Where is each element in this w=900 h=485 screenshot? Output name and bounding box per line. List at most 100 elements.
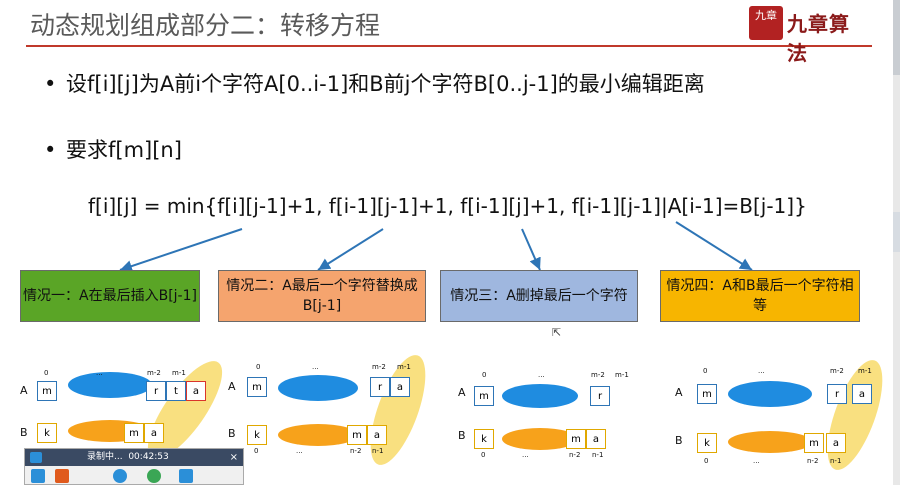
cell-a: a	[852, 384, 872, 404]
index-label: ...	[312, 363, 319, 371]
bullet-text: 设f[i][j]为A前i个字符A[0..i-1]和B前j个字符B[0..j-1]…	[66, 72, 705, 96]
row-label-b: B	[675, 434, 683, 447]
row-label-a: A	[458, 386, 466, 399]
case-box-2: 情况二：A最后一个字符替换成B[j-1]	[218, 270, 426, 322]
index-label: 0	[254, 447, 259, 455]
index-label: m-2	[372, 363, 386, 371]
cell-a: a	[390, 377, 410, 397]
bullet-item: •设f[i][j]为A前i个字符A[0..i-1]和B前j个字符B[0..j-1…	[44, 72, 705, 96]
row-label-b: B	[228, 427, 236, 440]
index-label: m-1	[172, 369, 186, 377]
cell-a: t	[166, 381, 186, 401]
cell-b: k	[247, 425, 267, 445]
cell-b: k	[474, 429, 494, 449]
right-scrollbar[interactable]	[893, 0, 900, 485]
cell-a: r	[590, 386, 610, 406]
cell-b: k	[697, 433, 717, 453]
scrollbar-thumb[interactable]	[893, 0, 900, 75]
cell-b: a	[144, 423, 164, 443]
case-label: 情况四：A和B最后一个字符相等	[666, 278, 854, 314]
index-label: m-1	[858, 367, 872, 375]
index-label: n-1	[372, 447, 384, 455]
index-label: ...	[538, 371, 545, 379]
row-label-a: A	[675, 386, 683, 399]
index-label: 0	[704, 457, 709, 465]
cell-a: r	[370, 377, 390, 397]
pen-icon[interactable]	[179, 469, 193, 483]
recorder-time: 00:42:53	[128, 452, 169, 462]
recorder-status: 录制中... 00:42:53	[87, 452, 169, 462]
cell-b: a	[826, 433, 846, 453]
row-label-a: A	[20, 384, 28, 397]
brand-logo: 九章 九章算法	[745, 6, 867, 65]
row-label-b: B	[20, 426, 28, 439]
index-label: n-2	[350, 447, 362, 455]
index-label: n-2	[569, 451, 581, 459]
arrow-case-1	[119, 228, 243, 272]
cell-b: m	[124, 423, 144, 443]
cell-a: m	[37, 381, 57, 401]
annotate-icon[interactable]	[113, 469, 127, 483]
cell-b: m	[347, 425, 367, 445]
case-box-3: 情况三：A删掉最后一个字符	[440, 270, 638, 322]
logo-text: 九章算法	[787, 12, 850, 65]
side-panel-icon[interactable]	[893, 212, 900, 252]
cell-a-highlight: a	[186, 381, 206, 401]
case-label: 情况一：A在最后插入B[j-1]	[23, 288, 197, 304]
case-box-4: 情况四：A和B最后一个字符相等	[660, 270, 860, 322]
arrow-case-4	[675, 221, 753, 271]
pause-button[interactable]	[31, 469, 45, 483]
title-divider	[26, 45, 872, 47]
diagram-shapes	[278, 355, 426, 465]
index-label: m-1	[397, 363, 411, 371]
index-label: ...	[758, 367, 765, 375]
screen-recorder-widget[interactable]: 录制中... 00:42:53 ×	[24, 448, 244, 485]
cell-a: m	[697, 384, 717, 404]
index-label: n-1	[830, 457, 842, 465]
index-label: n-2	[807, 457, 819, 465]
row-label-b: B	[458, 429, 466, 442]
index-label: ...	[296, 447, 303, 455]
cell-b: m	[566, 429, 586, 449]
index-label: 0	[256, 363, 261, 371]
case-box-1: 情况一：A在最后插入B[j-1]	[20, 270, 200, 322]
index-label: ...	[753, 457, 760, 465]
index-label: n-1	[592, 451, 604, 459]
index-label: 0	[481, 451, 486, 459]
cell-a: m	[247, 377, 267, 397]
cell-b: a	[586, 429, 606, 449]
case-label: 情况二：A最后一个字符替换成B[j-1]	[226, 278, 418, 314]
recorder-header[interactable]: 录制中... 00:42:53 ×	[25, 449, 243, 466]
transition-formula: f[i][j] = min{f[i][j-1]+1, f[i-1][j-1]+1…	[88, 194, 807, 218]
camera-toggle-icon[interactable]	[147, 469, 161, 483]
index-label: 0	[44, 369, 49, 377]
close-button[interactable]: ×	[229, 452, 238, 463]
cell-b: m	[804, 433, 824, 453]
bullet-text: 要求f[m][n]	[66, 138, 182, 162]
index-label: 0	[703, 367, 708, 375]
index-label: 0	[482, 371, 487, 379]
cell-a: r	[827, 384, 847, 404]
index-label: ...	[522, 451, 529, 459]
case-label: 情况三：A删掉最后一个字符	[450, 288, 628, 304]
cell-a: m	[474, 386, 494, 406]
index-label: m-1	[615, 371, 629, 379]
index-label: ...	[96, 369, 103, 377]
index-label: m-2	[147, 369, 161, 377]
camera-icon	[30, 452, 42, 463]
arrow-case-3	[521, 228, 541, 271]
bullet-item: •要求f[m][n]	[44, 138, 182, 162]
slide-title: 动态规划组成部分二：转移方程	[30, 11, 381, 40]
mouse-cursor-icon: ⇱	[552, 326, 562, 339]
index-label: m-2	[830, 367, 844, 375]
cell-a: r	[146, 381, 166, 401]
logo-seal-icon: 九章	[749, 6, 783, 40]
diagram-shapes	[502, 384, 578, 450]
arrow-case-2	[317, 228, 384, 271]
index-label: m-2	[591, 371, 605, 379]
stop-button[interactable]	[55, 469, 69, 483]
cell-b: a	[367, 425, 387, 445]
row-label-a: A	[228, 380, 236, 393]
cell-b: k	[37, 423, 57, 443]
